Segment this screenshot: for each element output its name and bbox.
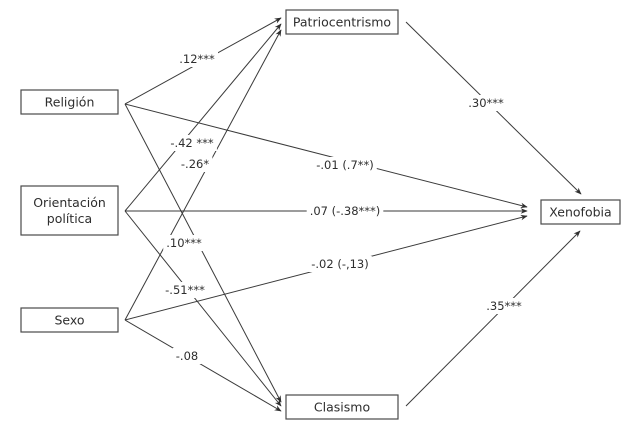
edge-coefficient: .12***: [179, 52, 215, 66]
edge-labels-layer: .12*** -.01 (.7**) .10*** -.42 *** .07 (-.38…: [162, 51, 526, 364]
edge-label-orientacion-to-xenofobia: .07 (-.38***): [306, 203, 384, 219]
arrow-line: [124, 319, 282, 412]
edge-label-background: [177, 156, 213, 172]
edge-coefficient: -.26*: [181, 157, 209, 171]
edge-coefficient: .30***: [468, 96, 504, 110]
edge-label-background: [167, 135, 217, 151]
edge-label-background: [176, 51, 219, 67]
node-label: política: [47, 211, 92, 226]
edge-coefficient: -.08: [176, 349, 198, 363]
edge-label-religion-to-clasismo: .10***: [163, 235, 206, 251]
edge-label-background: [163, 235, 206, 251]
node-label: Clasismo: [314, 400, 370, 415]
node-label: Xenofobia: [549, 205, 611, 220]
arrow-line: [124, 210, 282, 407]
node-religion: Religión: [20, 89, 119, 115]
edge-label-orientacion-to-patriocentrismo: -.42 ***: [167, 135, 217, 151]
edge-label-background: [306, 203, 384, 219]
arrow-line: [124, 103, 528, 209]
edge-coefficient: .07 (-.38***): [310, 204, 381, 218]
node-box: [20, 185, 119, 236]
node-patriocentrismo: Patriocentrismo: [285, 9, 399, 35]
edge-sexo-to-patriocentrismo: [124, 29, 282, 321]
edge-coefficient: -.01 (.7**): [316, 158, 374, 172]
edge-coefficient: -.02 (-,13): [311, 257, 369, 271]
arrow-line: [124, 23, 282, 212]
node-box: [20, 89, 119, 115]
node-label: Religión: [45, 95, 95, 110]
edge-label-background: [172, 348, 202, 364]
edge-label-religion-to-xenofobia: -.01 (.7**): [313, 157, 377, 173]
edge-coefficient: -.51***: [165, 283, 205, 297]
edge-label-orientacion-to-clasismo: -.51***: [162, 282, 209, 298]
edge-label-background: [465, 95, 508, 111]
edge-clasismo-to-xenofobia: [405, 230, 581, 407]
node-label: Sexo: [54, 313, 84, 328]
edge-label-sexo-to-clasismo: -.08: [172, 348, 202, 364]
node-box: [540, 199, 621, 225]
edge-label-sexo-to-patriocentrismo: -.26*: [177, 156, 213, 172]
node-sexo: Sexo: [20, 307, 119, 333]
edge-sexo-to-clasismo: [124, 319, 282, 412]
edge-coefficient: .35***: [486, 299, 522, 313]
edge-label-background: [313, 157, 377, 173]
arrow-line: [405, 230, 581, 407]
edge-orientacion-to-clasismo: [124, 210, 282, 407]
node-clasismo: Clasismo: [285, 394, 399, 420]
edge-label-clasismo-to-xenofobia: .35***: [483, 298, 526, 314]
edge-label-sexo-to-xenofobia: -.02 (-,13): [308, 256, 372, 272]
node-box: [20, 307, 119, 333]
edge-orientacion-to-patriocentrismo: [124, 23, 282, 212]
arrow-line: [124, 29, 282, 321]
edge-label-background: [162, 282, 209, 298]
edge-coefficient: -.42 ***: [170, 136, 214, 150]
edge-label-background: [483, 298, 526, 314]
arrow-line: [124, 103, 282, 403]
edge-label-religion-to-patriocentrismo: .12***: [176, 51, 219, 67]
edge-coefficient: .10***: [166, 236, 202, 250]
edge-religion-to-xenofobia: [124, 103, 528, 209]
node-xenofobia: Xenofobia: [540, 199, 621, 225]
node-label: Orientación: [33, 195, 106, 210]
edge-label-patriocentrismo-to-xenofobia: .30***: [465, 95, 508, 111]
edge-label-background: [308, 256, 372, 272]
edge-religion-to-clasismo: [124, 103, 282, 403]
node-box: [285, 9, 399, 35]
node-label: Patriocentrismo: [293, 15, 391, 30]
node-box: [285, 394, 399, 420]
